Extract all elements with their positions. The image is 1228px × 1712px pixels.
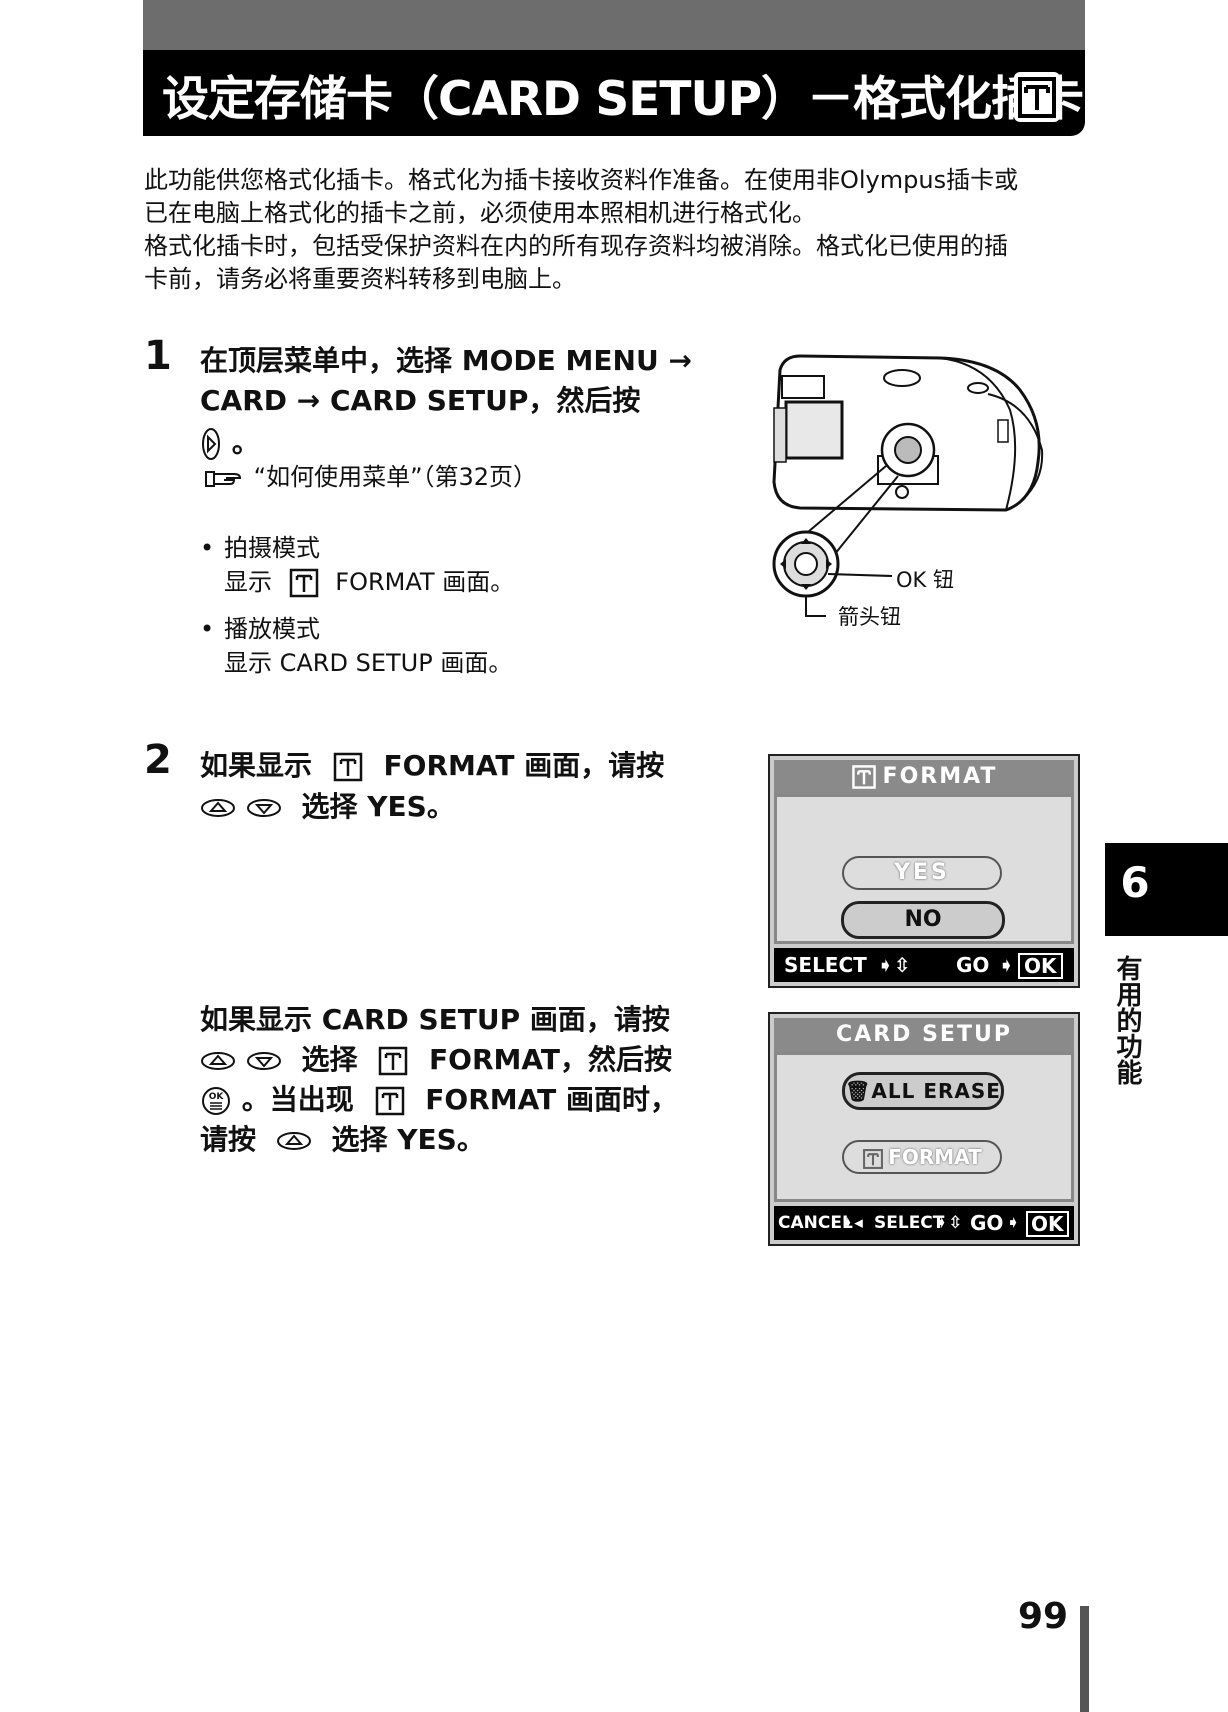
right-arrow-button-icon xyxy=(202,428,220,460)
step-1-line-3: 。 xyxy=(200,423,260,463)
svg-text:OK: OK xyxy=(209,1092,225,1102)
lcd-go-label-2: GO xyxy=(970,1211,1004,1235)
page-title: 设定存储卡（CARD SETUP）－格式化插卡 xyxy=(162,72,1084,127)
chapter-number: 6 xyxy=(1120,858,1150,907)
lcd-format-title: FORMAT xyxy=(882,764,998,789)
lcd-format-screen: FORMAT YES NO SELECT ➧⇳ GO ➧ OK xyxy=(768,754,1080,988)
step-2-sub-line-3: OK 。当出现 FORMAT 画面时， xyxy=(200,1080,678,1120)
bullet-2-text: 显示 CARD SETUP 画面。 xyxy=(224,649,513,677)
up-arrow-button-icon xyxy=(201,799,235,817)
lcd-cancel-label: CANCEL xyxy=(778,1213,853,1233)
lcd-select-label: SELECT xyxy=(784,953,867,977)
ok-button-label: OK 钮 xyxy=(896,568,954,592)
down-arrow-button-icon xyxy=(246,799,281,817)
step-2-line-1b: FORMAT 画面，请按 xyxy=(383,749,665,782)
step-2-sub-line-2: 选择 FORMAT，然后按 xyxy=(200,1040,672,1080)
bullet-1-text: 显示 FORMAT 画面。 xyxy=(224,566,514,599)
select-arrow-icon: ➧⇳ xyxy=(877,953,911,977)
down-arrow-button-icon xyxy=(246,1052,281,1070)
step-1-number: 1 xyxy=(144,333,172,379)
lcd-format-option[interactable]: FORMAT xyxy=(842,1140,1002,1174)
bullet-1-post: FORMAT 画面。 xyxy=(335,568,515,596)
intro-line-3: 格式化插卡时，包括受保护资料在内的所有现存资料均被消除。格式化已使用的插 xyxy=(144,232,1008,260)
card-format-icon xyxy=(333,752,363,782)
lcd-card-setup-footer: CANCEL ➧◂ SELECT ➧⇳ GO ➧ OK xyxy=(774,1206,1074,1240)
up-arrow-button-icon xyxy=(201,1052,235,1070)
intro-line-4: 卡前，请务必将重要资料转移到电脑上。 xyxy=(144,265,576,293)
page-number: 99 xyxy=(1018,1596,1069,1637)
bullet-1-pre: 显示 xyxy=(224,568,272,596)
step-2-line-1a: 如果显示 xyxy=(200,749,313,782)
chapter-label-text: 有用的功能 xyxy=(1112,955,1142,1085)
step-1-line-2: CARD → CARD SETUP，然后按 xyxy=(200,384,641,417)
step-2-sub-line-4a: 请按 xyxy=(200,1123,257,1156)
bullet-1-title: 拍摄模式 xyxy=(224,534,320,562)
lcd-all-erase-label: ALL ERASE xyxy=(871,1079,1001,1103)
step-2-line-2-text: 选择 YES。 xyxy=(301,790,455,823)
reference-hand-icon xyxy=(205,471,242,487)
title-bar xyxy=(143,50,1085,136)
step-1-line-3-text: 。 xyxy=(231,426,260,459)
lcd-format-label: FORMAT xyxy=(888,1145,982,1169)
go-arrow-icon: ➧ xyxy=(998,953,1015,977)
step-2-sub-line-4: 请按 选择 YES。 xyxy=(200,1120,485,1160)
step-2-sub-line-2b: FORMAT，然后按 xyxy=(429,1043,672,1076)
lcd-format-header: FORMAT xyxy=(774,760,1074,794)
chapter-label: 有用的功能 xyxy=(1112,955,1142,1085)
card-format-icon xyxy=(851,765,876,789)
step-2-number: 2 xyxy=(144,737,172,783)
step-2-line-1: 如果显示 FORMAT 画面，请按 xyxy=(200,746,664,786)
step-1-ref: “如何使用菜单”（第32页） xyxy=(204,461,537,494)
card-format-icon xyxy=(379,1046,408,1076)
chapter-tab xyxy=(1105,843,1228,936)
step-2-sub-line-3a: 。当出现 xyxy=(241,1083,354,1116)
lcd-ok-label-2: OK xyxy=(1026,1211,1069,1237)
lcd-card-setup-screen: CARD SETUP 🗑ALL ERASE FORMAT CANCEL ➧◂ S… xyxy=(768,1012,1080,1246)
step-1-ref-text: “如何使用菜单”（第32页） xyxy=(253,463,538,491)
step-2-sub-line-2a: 选择 xyxy=(301,1043,358,1076)
card-format-icon xyxy=(863,1148,884,1169)
up-arrow-button-icon xyxy=(276,1132,311,1150)
card-format-icon xyxy=(289,568,318,598)
bullet-2-mark: • xyxy=(200,615,215,643)
lcd-format-footer: SELECT ➧⇳ GO ➧ OK xyxy=(774,948,1074,982)
step-2-sub-line-4b: 选择 YES。 xyxy=(331,1123,485,1156)
arrow-button-label: 箭头钮 xyxy=(838,605,901,629)
bullet-1-mark: • xyxy=(200,534,215,562)
lcd-all-erase-option[interactable]: 🗑ALL ERASE xyxy=(842,1072,1004,1110)
select-arrow-icon: ➧⇳ xyxy=(934,1213,963,1233)
lcd-yes-option[interactable]: YES xyxy=(842,856,1002,890)
step-2-line-2: 选择 YES。 xyxy=(200,787,455,827)
card-format-icon xyxy=(375,1086,404,1116)
ok-button-icon: OK xyxy=(202,1087,230,1115)
lcd-no-option[interactable]: NO xyxy=(841,901,1005,939)
camera-illustration xyxy=(772,354,1044,617)
cancel-arrow-icon: ➧◂ xyxy=(840,1213,863,1233)
card-format-icon xyxy=(1014,72,1060,122)
step-2-sub-line-1: 如果显示 CARD SETUP 画面，请按 xyxy=(200,1003,670,1036)
step-1-line-1: 在顶层菜单中，选择 MODE MENU → xyxy=(200,344,692,377)
intro-line-1: 此功能供您格式化插卡。格式化为插卡接收资料作准备。在使用非Olympus插卡或 xyxy=(144,166,1019,194)
header-top-band xyxy=(143,0,1085,50)
go-arrow-icon: ➧ xyxy=(1006,1213,1021,1233)
intro-line-2: 已在电脑上格式化的插卡之前，必须使用本照相机进行格式化。 xyxy=(144,199,816,227)
lcd-go-label: GO xyxy=(956,953,990,977)
step-2-sub-line-3b: FORMAT 画面时， xyxy=(425,1083,678,1116)
trash-icon: 🗑 xyxy=(845,1079,872,1103)
lcd-ok-label: OK xyxy=(1018,953,1063,979)
lcd-select-label-2: SELECT xyxy=(874,1213,945,1233)
lcd-card-setup-title: CARD SETUP xyxy=(774,1018,1074,1052)
page-edge-bar xyxy=(1080,1606,1089,1712)
bullet-2-title: 播放模式 xyxy=(224,615,320,643)
